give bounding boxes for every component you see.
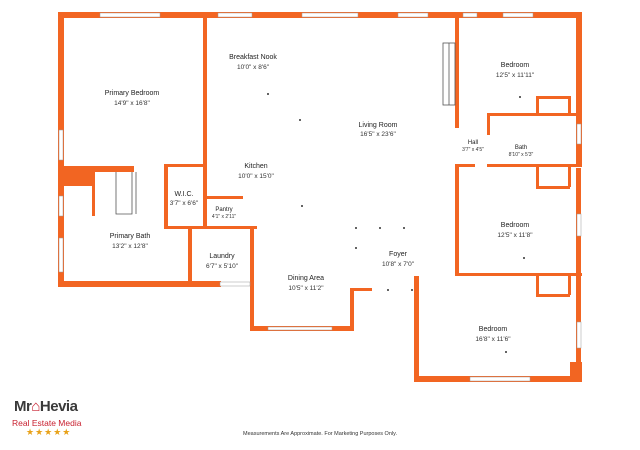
foyer-label: Foyer: [389, 251, 408, 258]
bedroom-top-dim: 12'5" x 11'11": [496, 72, 535, 79]
bedroom-top-label: Bedroom: [501, 62, 530, 69]
windows: [58, 12, 582, 382]
primary-bedroom-label: Primary Bedroom: [105, 90, 160, 97]
primary-bath-dim: 13'2" x 12'8": [112, 243, 148, 250]
breakfast-nook-dim: 10'0" x 8'6": [237, 64, 270, 71]
laundry-dim: 6'7" x 5'10": [206, 263, 239, 270]
laundry-label: Laundry: [209, 253, 235, 260]
bath-label: Bath: [515, 145, 527, 151]
pantry-label: Pantry: [215, 207, 232, 213]
primary-bath-label: Primary Bath: [110, 233, 151, 240]
star-rating-icon: ★★★★★: [26, 428, 72, 438]
fixture-marks: [267, 93, 525, 353]
floor-plan: Breakfast Nook 10'0" x 8'6" Primary Bedr…: [58, 12, 582, 382]
wic-dim: 3'7" x 6'6": [170, 200, 199, 207]
breakfast-nook-label: Breakfast Nook: [229, 54, 277, 61]
bath-dim: 8'10" x 5'3": [509, 152, 534, 158]
walls: [58, 12, 582, 382]
company-logo: Mr⌂Hevia Real Estate Media ★★★★★: [10, 398, 90, 440]
primary-bedroom-dim: 14'9" x 16'8": [114, 100, 150, 107]
dining-area-label: Dining Area: [288, 275, 324, 282]
room-labels: Breakfast Nook 10'0" x 8'6" Primary Bedr…: [105, 54, 535, 343]
logo-subtitle: Real Estate Media: [12, 418, 82, 428]
bedroom-bottom-label: Bedroom: [479, 326, 508, 333]
hall-dim: 3'7" x 4'5": [462, 147, 484, 153]
logo-brand-prefix: Mr: [14, 398, 32, 415]
bedroom-mid-label: Bedroom: [501, 222, 530, 229]
pantry-dim: 4'1" x 2'11": [212, 214, 236, 220]
disclaimer-text: Measurements Are Approximate. For Market…: [243, 431, 397, 437]
hall-label: Hall: [468, 140, 478, 146]
dining-area-dim: 10'5" x 11'2": [288, 285, 324, 292]
interior-lines: [115, 42, 456, 215]
bedroom-mid-dim: 12'5" x 11'8": [497, 232, 533, 239]
wic-label: W.I.C.: [174, 191, 193, 198]
kitchen-dim: 10'0" x 15'0": [238, 173, 274, 180]
foyer-dim: 10'8" x 7'0": [382, 261, 415, 268]
kitchen-label: Kitchen: [244, 163, 267, 170]
house-icon: ⌂: [31, 398, 40, 415]
bedroom-bottom-dim: 16'8" x 11'6": [475, 336, 511, 343]
logo-brand: Mr⌂Hevia: [14, 398, 78, 415]
living-room-dim: 16'5" x 23'6": [360, 131, 396, 138]
logo-brand-suffix: Hevia: [39, 398, 78, 415]
living-room-label: Living Room: [359, 122, 398, 129]
